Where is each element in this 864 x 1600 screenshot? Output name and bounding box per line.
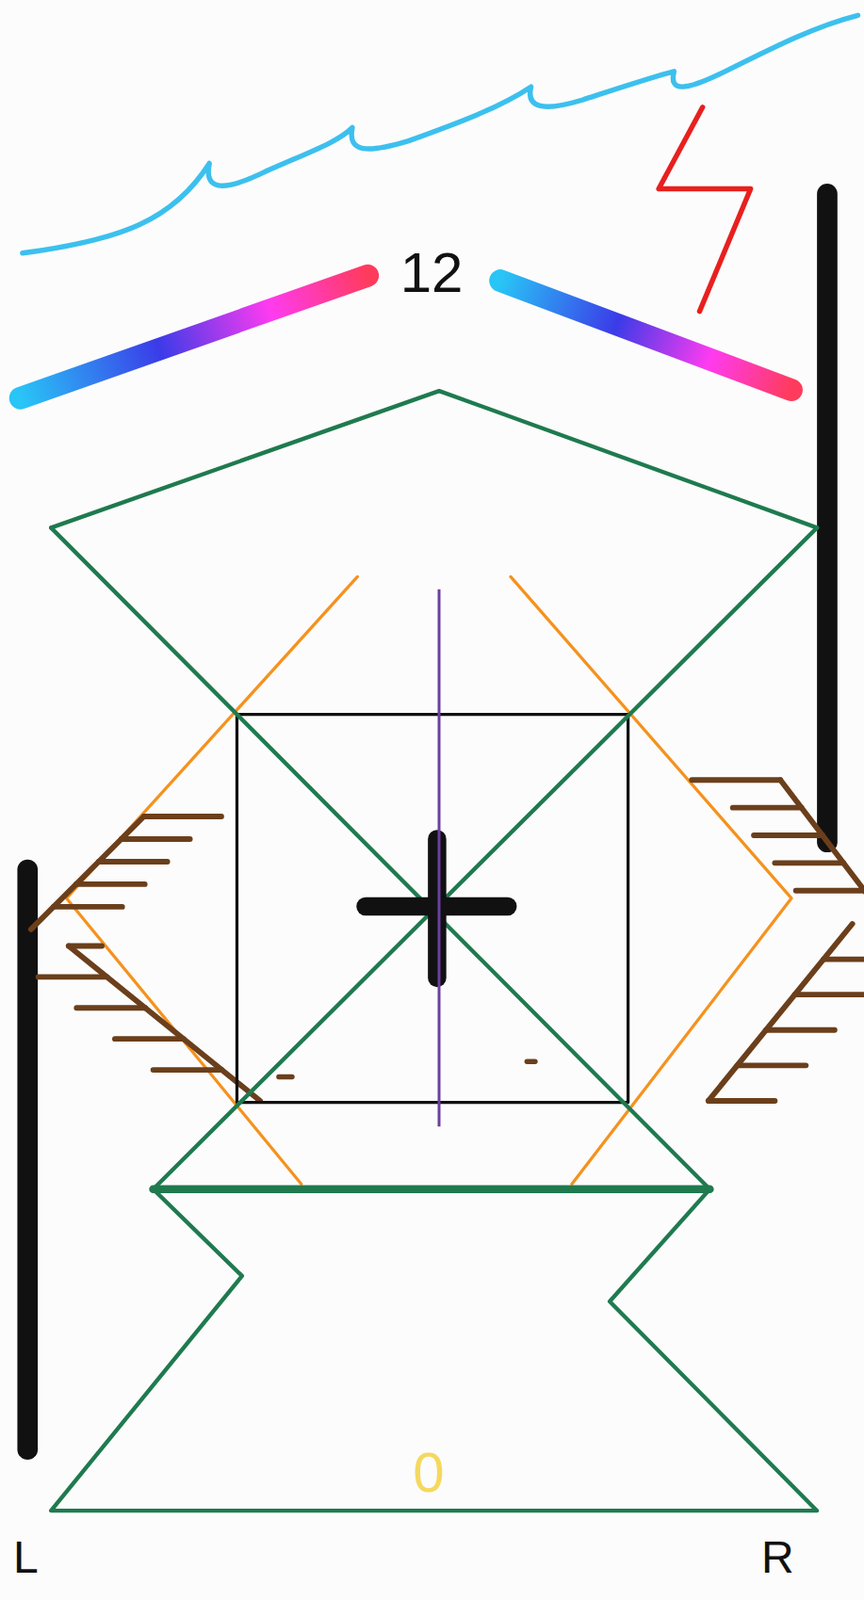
- side-letter: L: [13, 1535, 39, 1582]
- dash: [278, 1061, 536, 1077]
- circle-number: 0: [412, 1445, 444, 1502]
- water-circle: 0: [236, 1124, 621, 1510]
- purple-axis: [438, 589, 441, 1127]
- black-bar: [816, 194, 838, 843]
- circle-number: 12: [400, 244, 464, 302]
- green-lines: [50, 391, 817, 1512]
- wave: [22, 15, 859, 254]
- lightning: [658, 107, 751, 312]
- sun-circle: 12: [243, 214, 620, 592]
- hatch: [31, 780, 864, 1102]
- side-letter: R: [761, 1535, 795, 1582]
- gradient-bar: [20, 276, 369, 399]
- gradient-bar: [500, 280, 792, 391]
- black-bar: [16, 869, 38, 1451]
- orange-lines: [65, 576, 792, 1185]
- cross: [365, 839, 508, 979]
